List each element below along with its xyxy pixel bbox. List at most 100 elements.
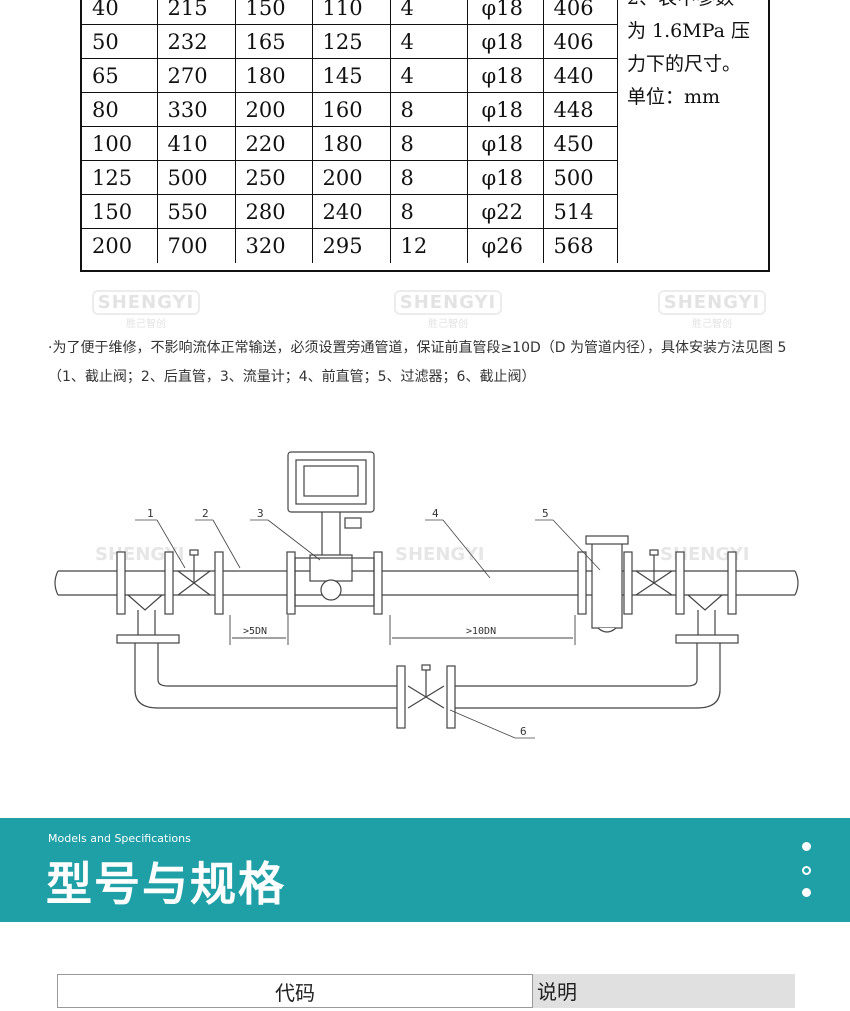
section-banner: Models and Specifications 型号与规格 [0, 818, 850, 922]
table-cell: 4 [389, 24, 468, 59]
table-cell: 8 [389, 92, 468, 127]
note-line: 单位：mm [627, 86, 721, 108]
table-cell: 406 [542, 0, 618, 25]
table-cell: 125 [311, 24, 391, 59]
table-cell: 500 [542, 160, 618, 195]
table-cell: 8 [389, 160, 468, 195]
table-cell: φ22 [466, 194, 544, 229]
note-line: 2、表中参数 [627, 0, 777, 15]
table-cell: 150 [82, 194, 158, 229]
watermark-brand: SHENGYI [91, 290, 201, 315]
table-cell: φ18 [466, 0, 544, 25]
main-flanges [116, 551, 737, 615]
table-cell: 220 [234, 126, 313, 161]
table-cell: 440 [542, 58, 618, 93]
header-description: 说明 [533, 974, 795, 1008]
pager-dot-icon[interactable] [802, 866, 811, 875]
table-cell: 270 [156, 58, 236, 93]
table-cell: 568 [542, 228, 618, 263]
table-cell: 8 [389, 194, 468, 229]
table-note: 2、表中参数 为 1.6MPa 压 力下的尺寸。 单位：mm [627, 0, 777, 114]
header-code: 代码 [57, 974, 533, 1008]
tee-right [687, 594, 723, 611]
table-cell: 200 [234, 92, 313, 127]
stop-valve-icon [177, 549, 211, 596]
table-cell: 700 [156, 228, 236, 263]
table-cell: 80 [82, 92, 158, 127]
callout-number: 1 [147, 507, 154, 520]
table-cell: 450 [542, 126, 618, 161]
table-cell: 200 [311, 160, 391, 195]
watermark-brand: SHENGYI [395, 544, 485, 565]
table-cell: 100 [82, 126, 158, 161]
table-cell: 295 [311, 228, 391, 263]
watermark-brand: SHENGYI [393, 290, 503, 315]
callout-number: 5 [542, 507, 549, 520]
table-cell: 40 [82, 0, 158, 25]
table-cell: 410 [156, 126, 236, 161]
spec-table-header: 代码 说明 [57, 974, 795, 1008]
note-line: 力下的尺寸。 [627, 53, 742, 75]
table-cell: 280 [234, 194, 313, 229]
table-cell: φ18 [466, 58, 544, 93]
table-cell: 12 [389, 228, 468, 263]
table-cell: 110 [311, 0, 391, 25]
table-cell: 4 [389, 58, 468, 93]
installation-note: ·为了便于维修，不影响流体正常输送，必须设置旁通管道，保证前直管段≥10D（D … [48, 340, 787, 385]
table-cell: 330 [156, 92, 236, 127]
table-cell: 250 [234, 160, 313, 195]
table-cell: 145 [311, 58, 391, 93]
table-cell: 125 [82, 160, 158, 195]
callout-number: 4 [432, 507, 439, 520]
table-cell: 160 [311, 92, 391, 127]
pager-dot-icon[interactable] [802, 842, 811, 851]
tee-left [127, 594, 163, 611]
table-cell: 150 [234, 0, 313, 25]
watermark: SHENGYI 胜己智创 [388, 290, 508, 340]
installation-diagram: SHENGYI SHENGYI SHENGYI [54, 451, 799, 739]
dimension-label: >5DN [243, 626, 267, 637]
bypass-pipeline [116, 610, 739, 729]
callout-number: 6 [520, 725, 527, 738]
table-cell: 448 [542, 92, 618, 127]
stop-valve-icon [635, 549, 673, 596]
table-cell: 240 [311, 194, 391, 229]
note-line: 为 1.6MPa 压 [627, 20, 751, 42]
dimension-label: >10DN [466, 626, 496, 637]
banner-subtitle: Models and Specifications [48, 832, 191, 845]
flowmeter-icon [287, 451, 375, 607]
table-cell: 65 [82, 58, 158, 93]
pager-dot-icon[interactable] [802, 888, 811, 897]
table-cell: 8 [389, 126, 468, 161]
dimension-marks [229, 615, 576, 645]
table-cell: 320 [234, 228, 313, 263]
main-pipeline [54, 570, 799, 596]
table-cell: 500 [156, 160, 236, 195]
table-cell: 165 [234, 24, 313, 59]
callout-number: 3 [257, 507, 264, 520]
table-cell: φ18 [466, 24, 544, 59]
watermark-brand: SHENGYI [657, 290, 767, 315]
table-cell: 200 [82, 228, 158, 263]
filter-icon [585, 535, 629, 633]
table-cell: φ18 [466, 126, 544, 161]
table-cell: 406 [542, 24, 618, 59]
table-cell: φ18 [466, 92, 544, 127]
table-cell: 4 [389, 0, 468, 25]
callout-leaders [135, 519, 601, 739]
table-cell: 514 [542, 194, 618, 229]
table-cell: 180 [234, 58, 313, 93]
table-cell: φ18 [466, 160, 544, 195]
watermark-sub: 胜己智创 [428, 319, 468, 330]
table-cell: 50 [82, 24, 158, 59]
